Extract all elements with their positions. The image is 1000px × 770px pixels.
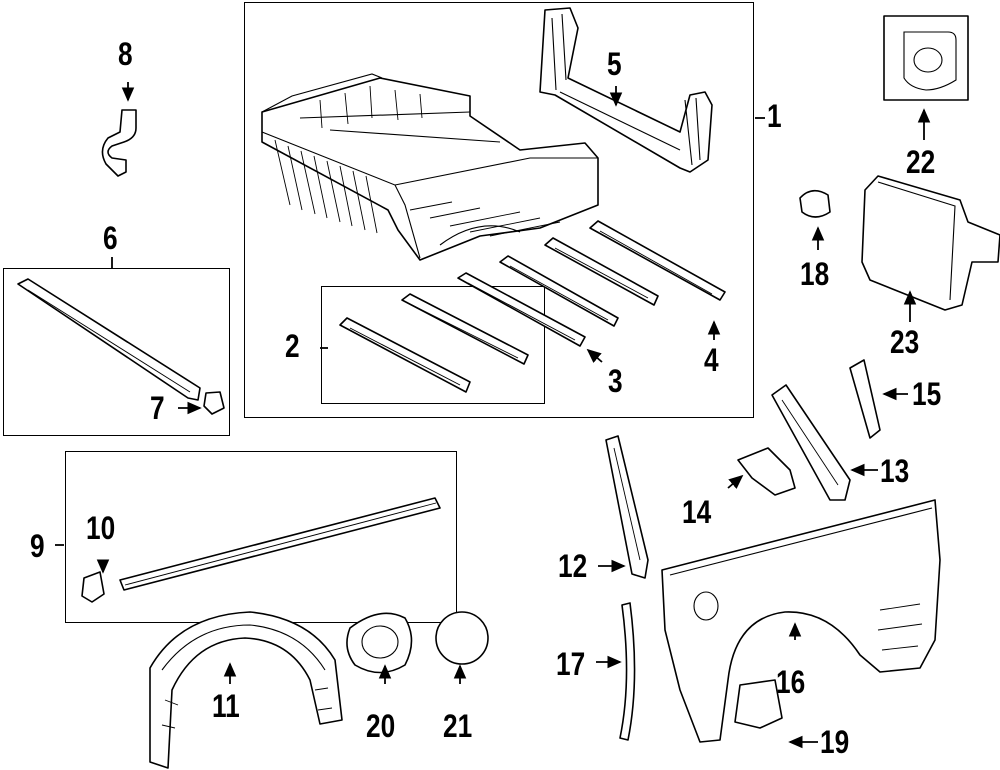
bed-front-frame-part bbox=[539, 7, 713, 173]
leader-lines bbox=[55, 82, 931, 749]
fuel-door-part bbox=[435, 611, 489, 665]
callout-20: 20 bbox=[366, 708, 396, 744]
fuel-door-housing-part bbox=[346, 612, 413, 674]
truck-bed-part bbox=[261, 73, 599, 261]
callout-2: 2 bbox=[285, 328, 300, 364]
callout-19: 19 bbox=[820, 724, 850, 760]
callout-10: 10 bbox=[86, 510, 116, 546]
callout-6: 6 bbox=[103, 220, 118, 256]
callout-21: 21 bbox=[443, 708, 473, 744]
callout-17: 17 bbox=[556, 646, 586, 682]
lamp-part bbox=[861, 175, 1000, 311]
crossmember-parts bbox=[339, 220, 726, 393]
callout-1: 1 bbox=[767, 98, 782, 134]
group-box-bed-assembly bbox=[244, 2, 754, 418]
callout-9: 9 bbox=[30, 528, 45, 564]
patch-part bbox=[734, 679, 783, 729]
callout-4: 4 bbox=[704, 342, 719, 378]
plug-part bbox=[799, 189, 831, 218]
callout-7: 7 bbox=[150, 390, 165, 426]
wheelhouse-liner-part bbox=[149, 611, 343, 769]
pillar-12-part bbox=[605, 435, 649, 579]
callout-22: 22 bbox=[906, 144, 936, 180]
tie-down-hook-part bbox=[101, 109, 137, 177]
callout-5: 5 bbox=[607, 46, 622, 82]
callout-13: 13 bbox=[880, 453, 910, 489]
callout-11: 11 bbox=[212, 688, 240, 724]
callout-18: 18 bbox=[800, 256, 830, 292]
callout-15: 15 bbox=[912, 376, 942, 412]
plug-housing-part bbox=[883, 15, 969, 101]
bracket-15-part bbox=[849, 359, 881, 439]
bracket-14-part bbox=[737, 447, 796, 496]
callout-14: 14 bbox=[682, 494, 712, 530]
bracket-13-part bbox=[771, 384, 851, 501]
callout-16: 16 bbox=[776, 664, 806, 700]
callout-8: 8 bbox=[118, 36, 133, 72]
callout-3: 3 bbox=[608, 363, 623, 399]
outer-side-panel-part bbox=[661, 499, 941, 743]
callout-12: 12 bbox=[558, 548, 588, 584]
side-rail-part bbox=[81, 497, 441, 603]
group-box-rail bbox=[3, 268, 230, 436]
trim-strip-part bbox=[619, 602, 636, 741]
callout-23: 23 bbox=[890, 324, 920, 360]
bed-rail-part bbox=[17, 278, 225, 415]
group-box-crossmembers bbox=[321, 286, 545, 404]
